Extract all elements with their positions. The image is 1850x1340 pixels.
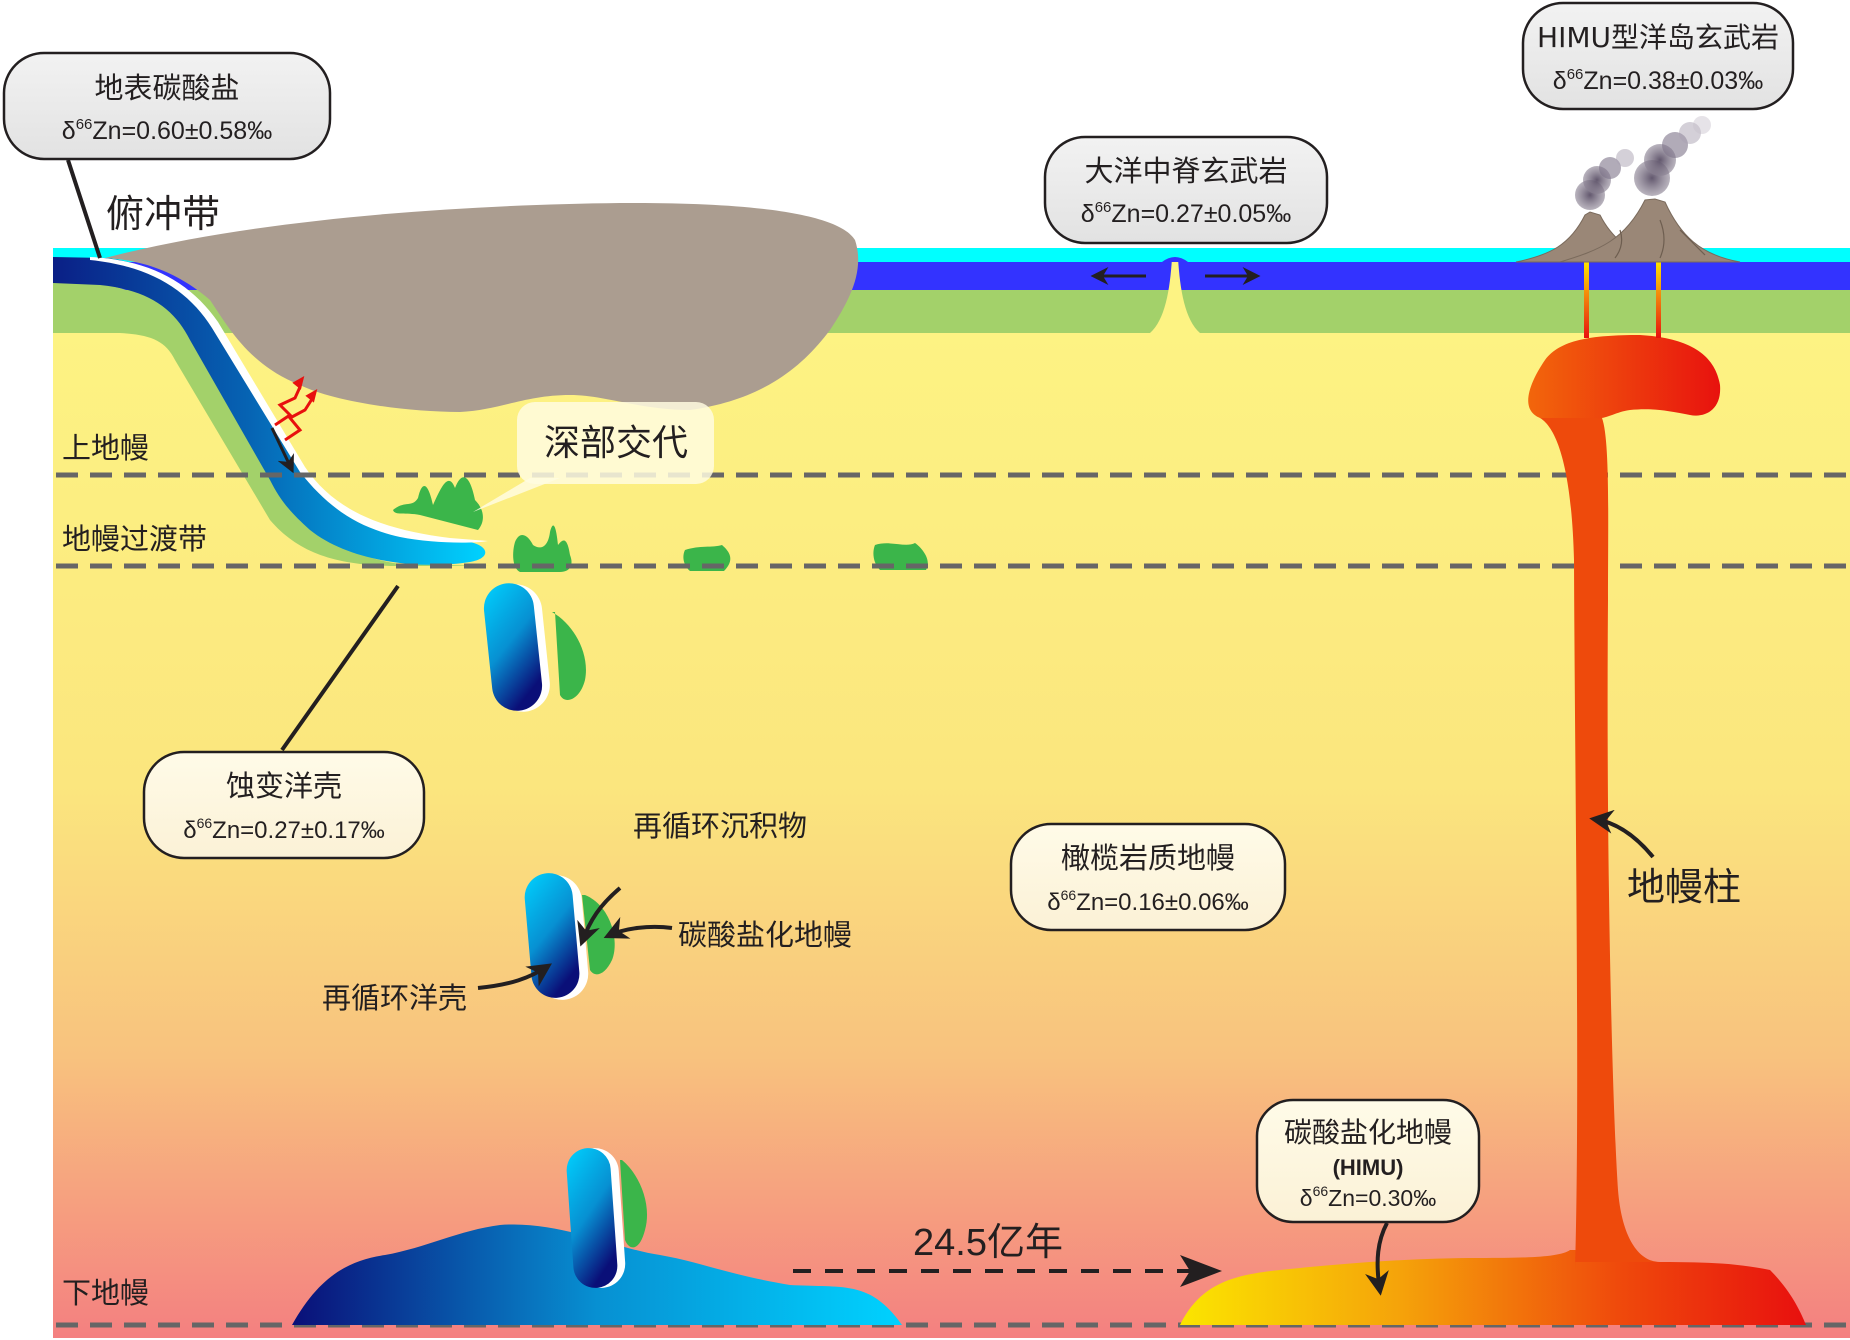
plume-head	[1528, 335, 1721, 419]
deep-metasomatism-label: 深部交代	[544, 423, 688, 464]
callout-value: δ66Zn=0.60±0.58‰	[62, 116, 272, 145]
ridge-upwelling	[1150, 258, 1200, 333]
time-span-label: 24.5亿年	[913, 1222, 1063, 1264]
callout-value: δ66Zn=0.16±0.06‰	[1047, 887, 1249, 916]
callout-name: 蚀变洋壳	[226, 769, 342, 803]
carbonated-mantle-himu-callout: 碳酸盐化地幔 (HIMU) δ66Zn=0.30‰	[1255, 1098, 1481, 1224]
metasomatized-patch	[513, 525, 572, 572]
time-arrow-head	[1180, 1255, 1222, 1287]
callout-value: δ66Zn=0.30‰	[1300, 1183, 1436, 1211]
metasomatized-patch	[873, 543, 928, 570]
himu-arrow	[1365, 1222, 1389, 1296]
subduction-zone-label: 俯冲带	[106, 192, 220, 236]
upper-mantle-label: 上地幔	[62, 431, 149, 465]
sediment-arrow	[577, 886, 622, 947]
volcanic-conduit	[1656, 262, 1661, 338]
subducting-lithosphere	[53, 283, 490, 566]
transition-zone-label: 地幔过渡带	[62, 522, 207, 556]
volcanoes	[1515, 198, 1741, 263]
recycled-crust-label: 再循环洋壳	[322, 981, 467, 1015]
lower-mantle-package	[566, 1148, 648, 1288]
recycled-sediment-label: 再循环沉积物	[633, 809, 807, 843]
surface-carbonate-leader	[66, 159, 102, 259]
deep-metasomatism-callout: 深部交代	[473, 402, 714, 512]
surface-carbonate-callout: 地表碳酸盐 δ66Zn=0.60±0.58‰	[2, 51, 332, 161]
volcanic-conduit	[1584, 262, 1589, 338]
dehydration-arrows	[274, 375, 318, 442]
callout-name: 地表碳酸盐	[94, 71, 239, 105]
mantle-plume-label: 地幔柱	[1627, 865, 1741, 909]
himu-oib-callout: HIMU型洋岛玄武岩 δ66Zn=0.38±0.03‰	[1521, 1, 1795, 111]
continental-lithosphere	[105, 202, 859, 412]
sinking-slab-fragment	[483, 583, 586, 712]
callout-subname: (HIMU)	[1333, 1155, 1404, 1180]
morb-callout: 大洋中脊玄武岩 δ66Zn=0.27±0.05‰	[1043, 135, 1329, 245]
carbonated-mantle-arrow	[603, 916, 673, 939]
lower-mantle-label: 下地幔	[62, 1276, 149, 1310]
mantle-plume-arrow	[1589, 809, 1655, 859]
metasomatized-patch	[393, 477, 483, 530]
callout-name: HIMU型洋岛玄武岩	[1537, 21, 1779, 54]
callout-value: δ66Zn=0.38±0.03‰	[1553, 66, 1763, 95]
altered-crust-callout: 蚀变洋壳 δ66Zn=0.27±0.17‰	[142, 750, 426, 860]
callout-name: 大洋中脊玄武岩	[1084, 154, 1287, 188]
ridge-crest	[1162, 257, 1188, 262]
plume-stem	[1540, 418, 1660, 1270]
callout-name: 橄榄岩质地幔	[1061, 841, 1235, 875]
slab-motion-arrow	[270, 427, 294, 474]
callout-value: δ66Zn=0.27±0.05‰	[1081, 199, 1291, 228]
volcanic-smoke	[1575, 116, 1711, 210]
plume-base-pool	[1180, 1250, 1806, 1325]
callout-value: δ66Zn=0.27±0.17‰	[183, 815, 385, 844]
callout-name: 碳酸盐化地幔	[1284, 1116, 1452, 1149]
peridotite-mantle-callout: 橄榄岩质地幔 δ66Zn=0.16±0.06‰	[1009, 822, 1287, 932]
altered-crust-leader	[280, 584, 400, 752]
recycled-crust-arrow	[477, 963, 552, 990]
carbonated-mantle-label: 碳酸盐化地幔	[678, 918, 852, 952]
